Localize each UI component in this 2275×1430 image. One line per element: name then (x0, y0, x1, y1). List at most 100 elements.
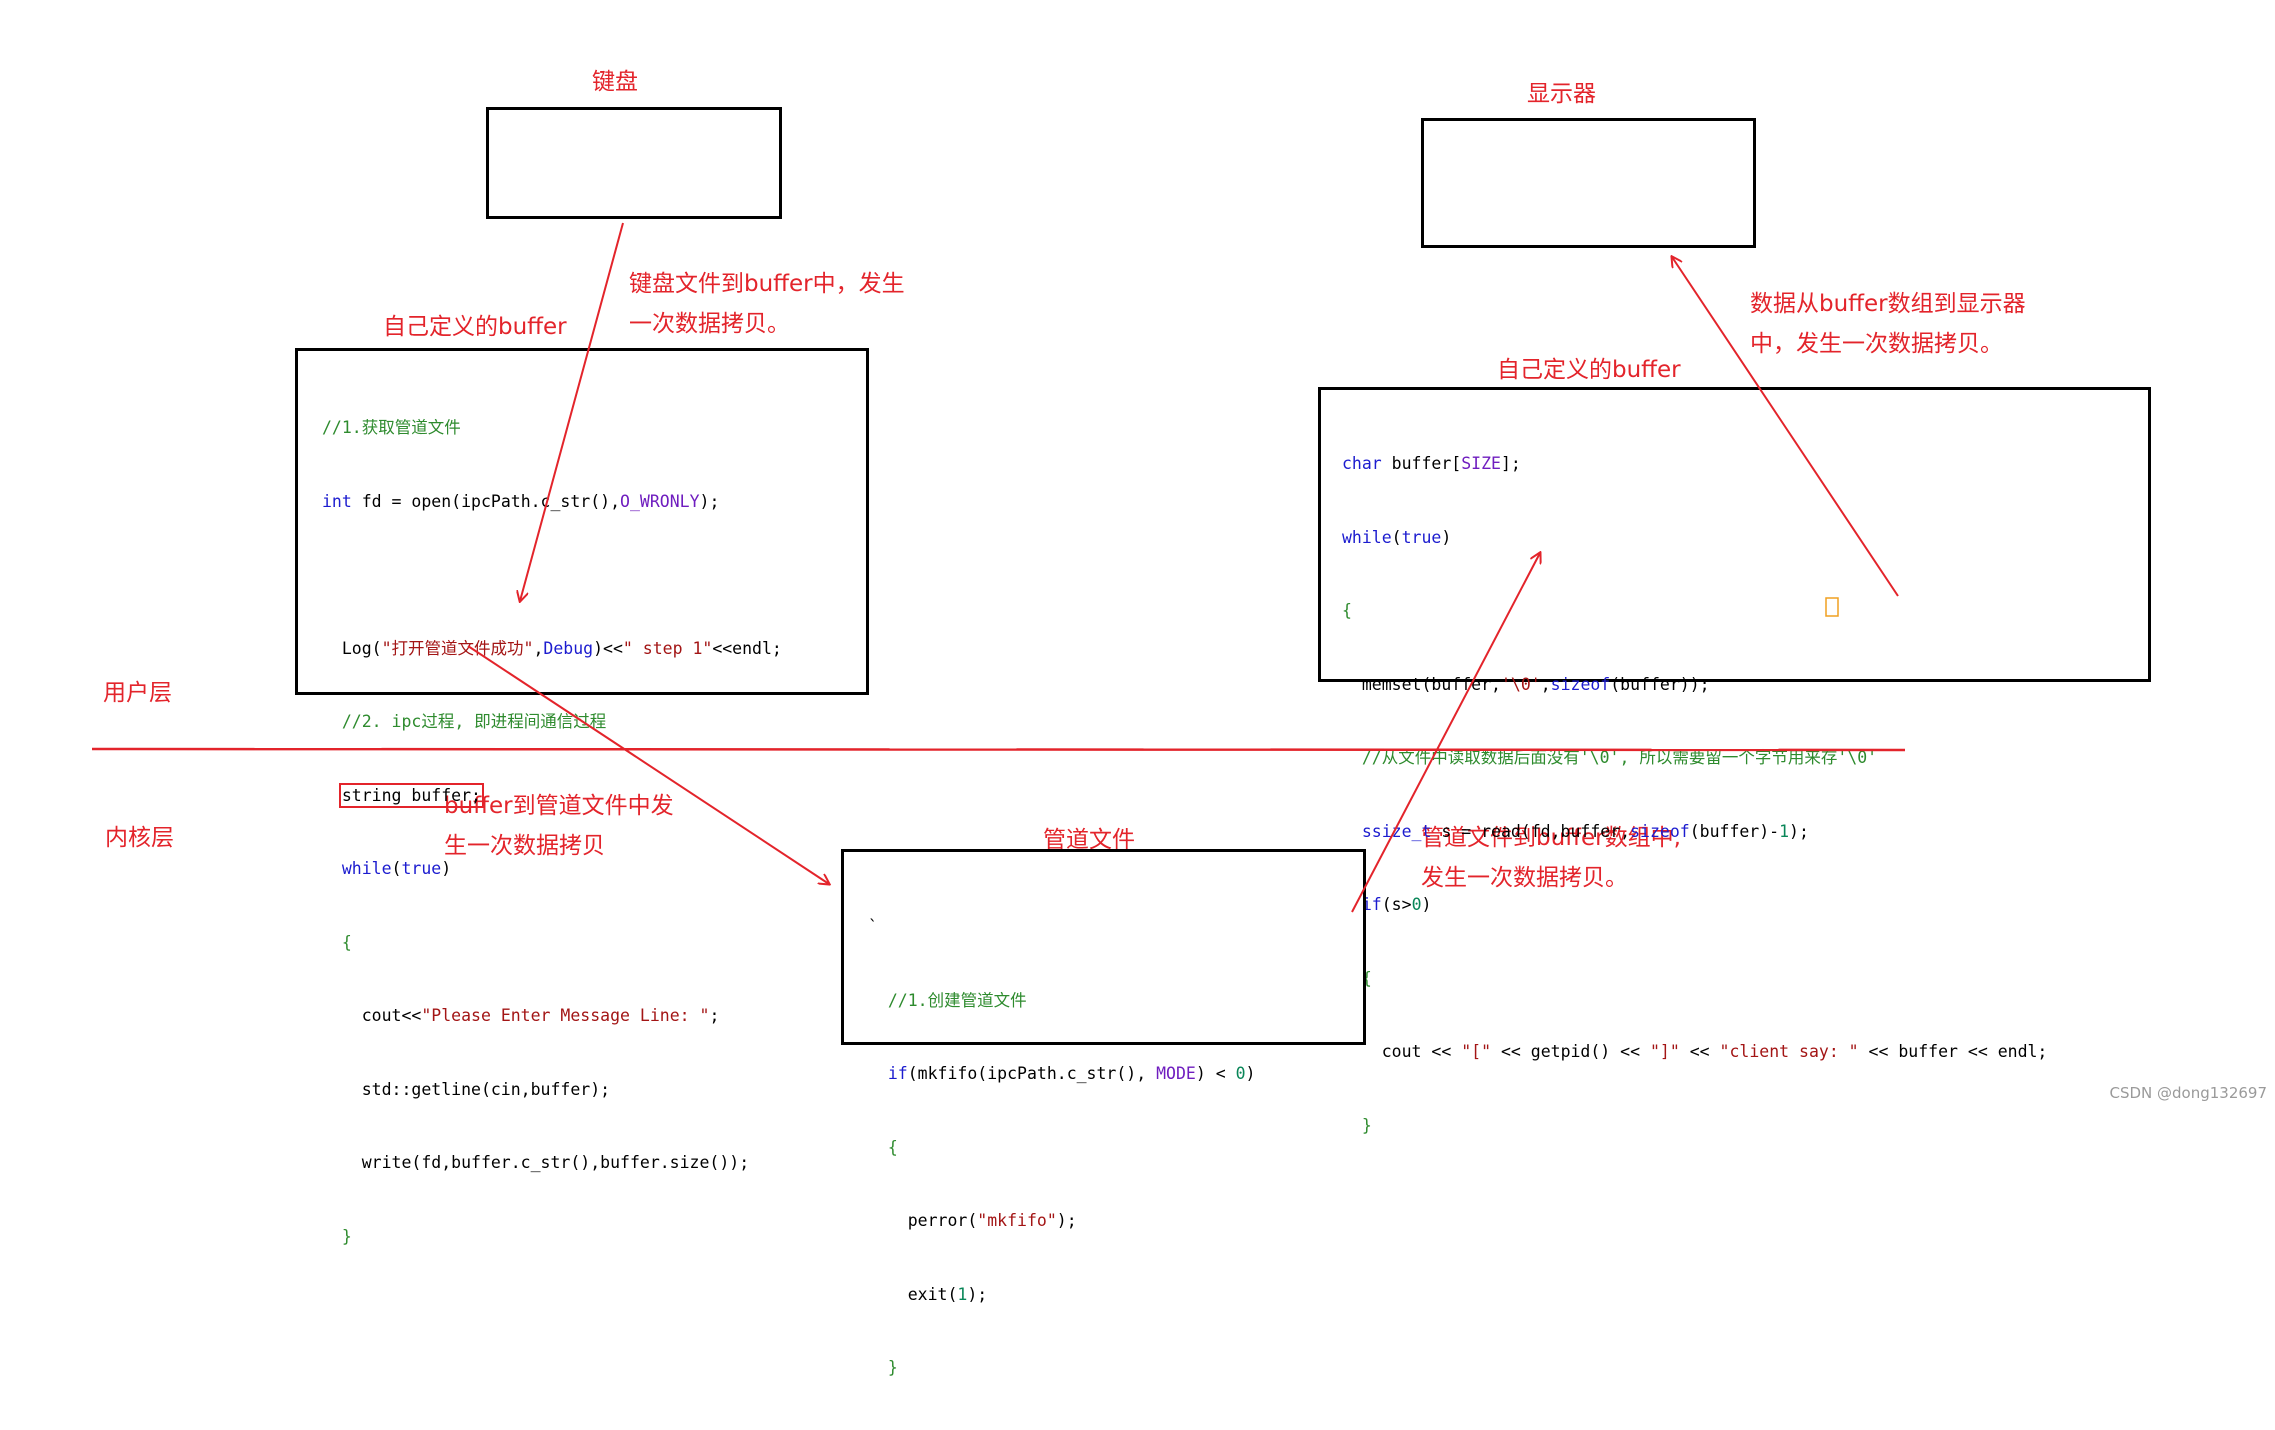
user-buffer-left-label: 自己定义的buffer (383, 314, 567, 340)
pipe-to-buffer-annotation-line1: 管道文件到buffer数组中, (1421, 825, 1681, 851)
code-text: (buffer)- (1689, 821, 1780, 841)
code-brace: { (322, 932, 352, 952)
code-text: s = read(fd,buffer, (1431, 821, 1631, 841)
kernel-layer-label: 内核层 (105, 825, 174, 851)
code-text: cout<< (322, 1006, 422, 1025)
code-string: '\0' (1500, 674, 1541, 694)
code-text: write(fd,buffer.c_str(),buffer.size()); (322, 1153, 750, 1172)
code-keyword: Debug (543, 638, 594, 658)
code-string: "Please Enter Message Line: " (421, 1006, 710, 1025)
reader-code-box: char buffer[SIZE]; while(true) { memset(… (1318, 387, 2151, 1135)
code-comment: //从文件中读取数据后面没有'\0', 所以需要留一个字节用来存'\0' (1342, 748, 1878, 767)
code-comment: //1.创建管道文件 (868, 990, 1027, 1010)
code-text: )<< (593, 638, 623, 658)
arrow-buffer-to-pipe (467, 645, 829, 884)
code-text: << buffer << endl; (1858, 1042, 2048, 1061)
kbd-to-buffer-annotation-line2: 一次数据拷贝。 (629, 311, 790, 337)
highlighted-buffer-declaration: string buffer; (338, 782, 484, 808)
code-brace: { (1342, 601, 1352, 620)
code-text: <<endl; (712, 638, 782, 658)
code-brace: { (868, 1137, 898, 1157)
code-text: memset(buffer, (1342, 674, 1501, 694)
code-string: "打开管道文件成功" (381, 638, 534, 658)
code-text: perror( (868, 1211, 978, 1230)
code-string: "[" (1461, 1042, 1492, 1061)
display-box (1421, 118, 1756, 248)
arrow-keyboard-to-buffer (520, 222, 624, 601)
code-text: fd = open(ipcPath.c_str(), (351, 491, 621, 511)
code-text: exit( (868, 1284, 958, 1304)
kbd-to-buffer-annotation-line1: 键盘文件到buffer中，发生 (629, 271, 905, 297)
code-text: ); (1789, 821, 1809, 841)
code-text: << (1679, 1042, 1720, 1061)
client-say-cursor-highlight (1825, 597, 1839, 617)
keyboard-label: 键盘 (592, 69, 638, 95)
code-brace: } (322, 1226, 352, 1246)
code-text: (mkfifo(ipcPath.c_str(), (907, 1064, 1157, 1083)
code-text: ) (1441, 527, 1452, 547)
code-brace: } (1342, 1115, 1372, 1135)
code-text: ) < (1195, 1064, 1236, 1083)
arrow-buffer-to-display (1672, 257, 1899, 597)
code-text: ) (441, 859, 452, 878)
user-kernel-separator (91, 747, 1906, 752)
writer-code-box: //1.获取管道文件 int fd = open(ipcPath.c_str()… (295, 348, 869, 1246)
code-macro: O_WRONLY (620, 491, 700, 511)
code-text: ( (1391, 527, 1402, 547)
arrow-pipe-to-buffer (1351, 553, 1540, 913)
code-text: cout << (1342, 1042, 1462, 1061)
code-string: "client say: " (1719, 1042, 1859, 1061)
code-keyword: while (341, 859, 392, 878)
pipe-code-box: ` //1.创建管道文件 if(mkfifo(ipcPath.c_str(), … (841, 849, 1366, 1377)
code-text: (s> (1381, 895, 1412, 914)
csdn-watermark: CSDN @dong132697 (2109, 1084, 2267, 1102)
code-keyword: true (401, 859, 442, 878)
code-keyword: char (1342, 454, 1382, 473)
code-text: << getpid() << (1491, 1042, 1650, 1061)
code-text: ); (699, 491, 720, 511)
user-layer-label: 用户层 (103, 680, 172, 706)
code-macro: MODE (1156, 1064, 1196, 1083)
code-text: Log( (322, 638, 382, 658)
code-string: "mkfifo" (977, 1211, 1057, 1230)
arrows-layer (91, 222, 1906, 913)
reader-code: char buffer[SIZE]; while(true) { memset(… (1342, 403, 2047, 1187)
display-label: 显示器 (1527, 81, 1596, 107)
code-keyword: if (868, 1064, 908, 1083)
code-comment: //1.获取管道文件 (322, 418, 461, 437)
code-text: ]; (1500, 454, 1521, 473)
code-keyword: ssize_t (1342, 821, 1432, 841)
buffer-to-pipe-annotation-line1: buffer到管道文件中发 (444, 793, 674, 819)
code-number: 1 (1779, 821, 1790, 841)
code-text: ); (967, 1284, 988, 1304)
buffer-to-display-annotation-line1: 数据从buffer数组到显示器 (1750, 291, 2026, 317)
code-text: , (533, 638, 544, 658)
code-text: (buffer)); (1610, 674, 1710, 694)
buffer-to-pipe-annotation-line2: 生一次数据拷贝 (444, 833, 605, 859)
code-text: buffer[ (1381, 454, 1462, 473)
code-text: ) (1421, 895, 1432, 914)
code-number: 0 (1235, 1064, 1246, 1083)
code-keyword: if (1361, 895, 1382, 914)
code-brace: } (868, 1358, 898, 1377)
code-keyword: while (1342, 527, 1392, 547)
code-brace: { (1361, 968, 1372, 988)
keyboard-box (486, 107, 782, 219)
code-text: ; (709, 1006, 720, 1025)
code-macro: SIZE (1461, 454, 1501, 473)
code-keyword: sizeof (1550, 674, 1611, 694)
pipe-to-buffer-annotation-line2: 发生一次数据拷贝。 (1421, 865, 1628, 891)
pipe-file-label: 管道文件 (1043, 827, 1135, 853)
code-text: ) (1245, 1064, 1256, 1083)
code-string: " step 1" (622, 638, 713, 658)
buffer-to-display-annotation-line2: 中，发生一次数据拷贝。 (1750, 331, 2003, 357)
code-string: "]" (1649, 1042, 1680, 1061)
code-text: ` (868, 917, 878, 936)
code-comment: //2. ipc过程, 即进程间通信过程 (322, 712, 607, 731)
code-text: ( (391, 859, 402, 878)
code-number: 1 (957, 1284, 968, 1304)
code-number: 0 (1411, 895, 1422, 914)
code-text: std::getline(cin,buffer); (322, 1079, 611, 1099)
code-keyword: sizeof (1630, 821, 1690, 841)
code-keyword: int (322, 491, 352, 511)
